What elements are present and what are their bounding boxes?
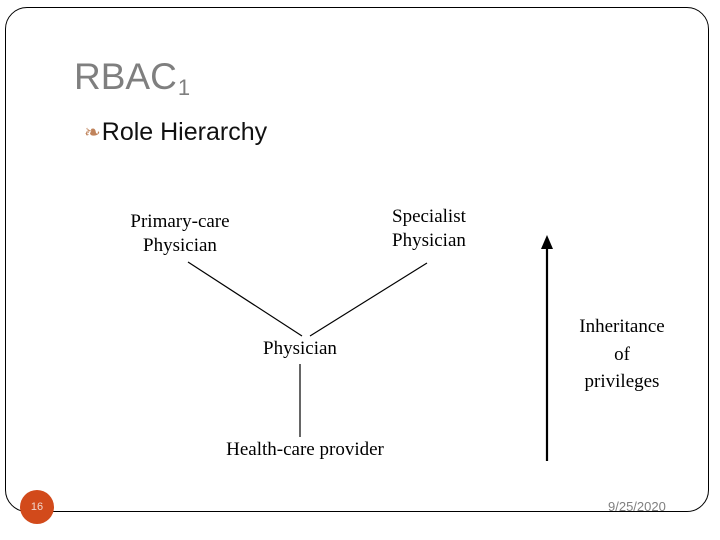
slide-number-text: 16 (30, 500, 44, 513)
page-title: RBAC1 (74, 56, 190, 99)
floral-heart-bullet-icon: ❧ (84, 120, 101, 144)
page-title-subscript: 1 (177, 75, 191, 100)
slide-border-frame (5, 7, 709, 512)
legend-inheritance-of-privileges: Inheritance of privileges (579, 316, 665, 393)
bullet-item-label: Role Hierarchy (101, 118, 268, 146)
bullet-item-role-hierarchy: ❧ Role Hierarchy (84, 120, 267, 145)
footer-date: 9/25/2020 (608, 499, 666, 514)
node-specialist-physician: Specialist Physician (392, 206, 466, 251)
page-title-text: RBAC (74, 56, 177, 97)
node-primary-care-physician: Primary-care Physician (130, 211, 230, 256)
node-health-care-provider: Health-care provider (226, 439, 384, 460)
slide-number-badge: 16 (20, 490, 54, 524)
node-physician: Physician (263, 338, 337, 359)
